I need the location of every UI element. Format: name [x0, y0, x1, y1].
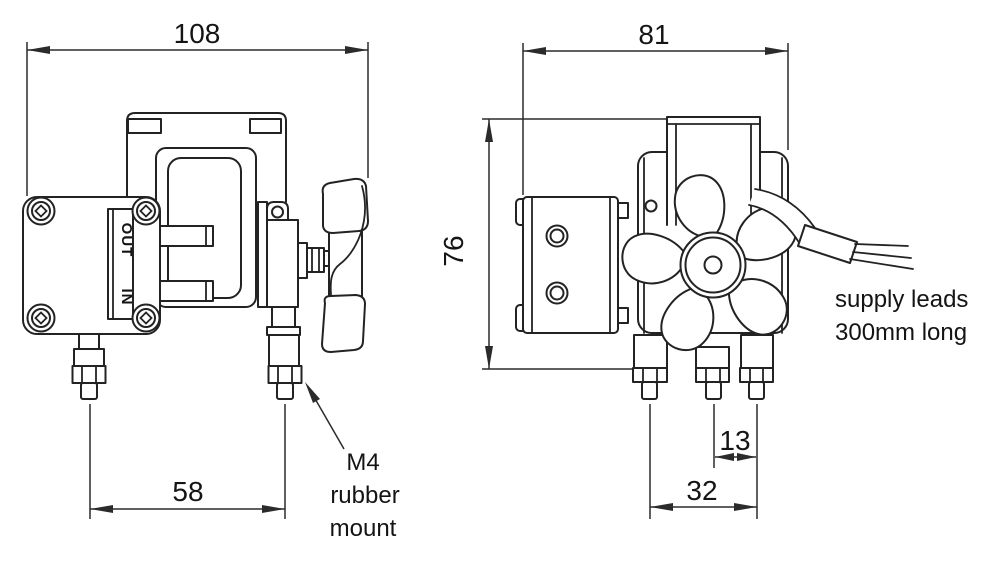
- port-label-in: IN: [118, 289, 135, 306]
- vent-slot: [127, 118, 162, 134]
- rubber-mount-side-right: [266, 326, 303, 400]
- side-view: 108: [22, 18, 400, 542]
- pump-head-side: OUT IN: [22, 196, 161, 335]
- arrowhead-right-icon: [737, 453, 756, 461]
- rubber-mount-front-right: [739, 334, 774, 400]
- mount-hex-nut: [71, 365, 107, 384]
- arrowhead-right-icon: [345, 46, 368, 54]
- mount-hex-nut: [632, 367, 668, 383]
- mount-block: [268, 334, 300, 367]
- fan-hub-band: [328, 227, 363, 303]
- mount-block: [633, 334, 668, 369]
- arrowhead-down-icon: [485, 346, 493, 369]
- fan-blade-bottom: [321, 294, 366, 353]
- mount-stud: [641, 381, 658, 400]
- mount-block: [695, 346, 730, 369]
- lead-bundle: [748, 204, 801, 245]
- arrowhead-left-icon: [715, 453, 734, 461]
- dim-overall-width-side: 108: [26, 18, 369, 196]
- mount-neck: [78, 333, 100, 350]
- arrowhead-left-icon: [90, 505, 113, 513]
- dim-mount-spacing-side: 58: [89, 404, 286, 519]
- lead-wire: [854, 243, 909, 247]
- bracket-hole: [271, 205, 284, 219]
- vent-slot: [249, 118, 282, 134]
- motor-body-side: [126, 112, 287, 308]
- mounting-bracket-side: [257, 201, 299, 328]
- mount-hex-nut: [695, 367, 730, 383]
- fan-side: [321, 177, 369, 353]
- shaft-washer: [297, 242, 308, 279]
- mount-stud: [80, 382, 98, 400]
- bracket-flange: [257, 201, 268, 308]
- dim-value: 108: [174, 18, 221, 49]
- supply-leads: supply leads 300mm long: [748, 188, 968, 346]
- arrowhead-up-icon: [485, 119, 493, 142]
- lead-bundle: [754, 188, 816, 229]
- dim-overall-height-front: 76: [438, 118, 667, 370]
- head-screw: [26, 196, 56, 226]
- dim-value: 81: [638, 19, 669, 50]
- arrowhead-right-icon: [765, 47, 788, 55]
- lead-wire: [849, 258, 914, 270]
- dim-value: 76: [438, 235, 469, 266]
- arrowhead-right-icon: [262, 505, 285, 513]
- arrowhead-left-icon: [523, 47, 546, 55]
- arrowhead-left-icon: [650, 503, 673, 511]
- dim-mount-pitch-front: 13 32: [649, 404, 758, 519]
- mount-block: [73, 348, 105, 367]
- lead-wire: [852, 251, 912, 259]
- fan-shaft-center: [703, 255, 723, 275]
- callout-line2: rubber: [330, 482, 399, 509]
- head-screw: [26, 303, 56, 333]
- rubber-mount-front-middle: [695, 346, 730, 400]
- mount-hex-nut: [739, 367, 774, 383]
- callout-line1: M4: [346, 449, 379, 476]
- rubber-mount-side-left: [71, 333, 107, 400]
- bracket-foot: [271, 306, 296, 328]
- head-screw: [131, 196, 161, 226]
- mount-stud: [705, 381, 722, 400]
- leader-arrowhead-icon: [305, 382, 320, 403]
- fan-blade-sweep: [329, 185, 366, 296]
- fan-hub: [679, 231, 747, 299]
- bracket-plate: [266, 219, 299, 308]
- bracket-hole: [644, 199, 658, 213]
- port-label-out: OUT: [118, 223, 135, 258]
- leads-note-line2: 300mm long: [835, 319, 967, 346]
- mount-flange: [266, 326, 301, 336]
- dim-value: 13: [719, 425, 750, 456]
- dim-value: 32: [686, 475, 717, 506]
- lead-sleeve: [797, 224, 858, 264]
- mount-stud: [276, 382, 294, 400]
- callout-line3: mount: [330, 515, 397, 542]
- front-view: 81 76: [438, 19, 968, 519]
- rubber-mount-front-left: [632, 334, 668, 400]
- head-screw: [131, 303, 161, 333]
- mount-stud: [748, 381, 765, 400]
- pump-head-body: [522, 196, 619, 334]
- dim-value: 58: [172, 476, 203, 507]
- arrowhead-right-icon: [734, 503, 757, 511]
- pump-head-front: [515, 196, 629, 334]
- mount-callout: M4 rubber mount: [305, 382, 400, 542]
- mount-block: [740, 334, 774, 369]
- leads-note-line1: supply leads: [835, 286, 968, 313]
- mount-hex-nut: [267, 365, 303, 384]
- fan-blade-top: [321, 177, 369, 234]
- arrowhead-left-icon: [27, 46, 50, 54]
- shaft-nut: [306, 247, 325, 273]
